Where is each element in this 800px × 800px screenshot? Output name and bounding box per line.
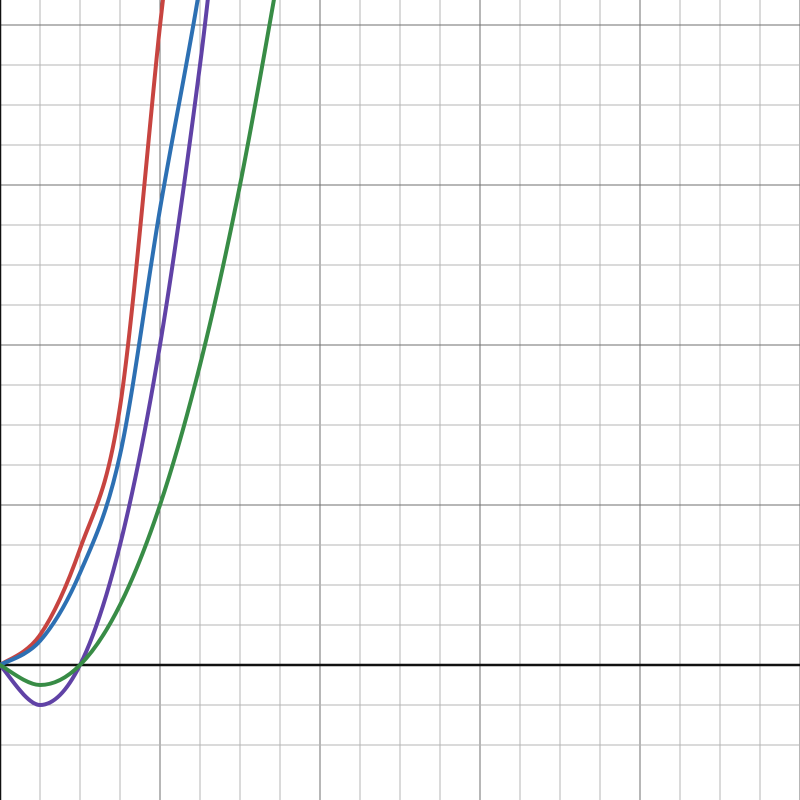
- series-lines: [0, 0, 276, 707]
- series-line-3: [0, 0, 210, 707]
- series-line-1: [0, 0, 165, 667]
- series-line-4: [0, 0, 276, 687]
- series-line-2: [0, 0, 200, 667]
